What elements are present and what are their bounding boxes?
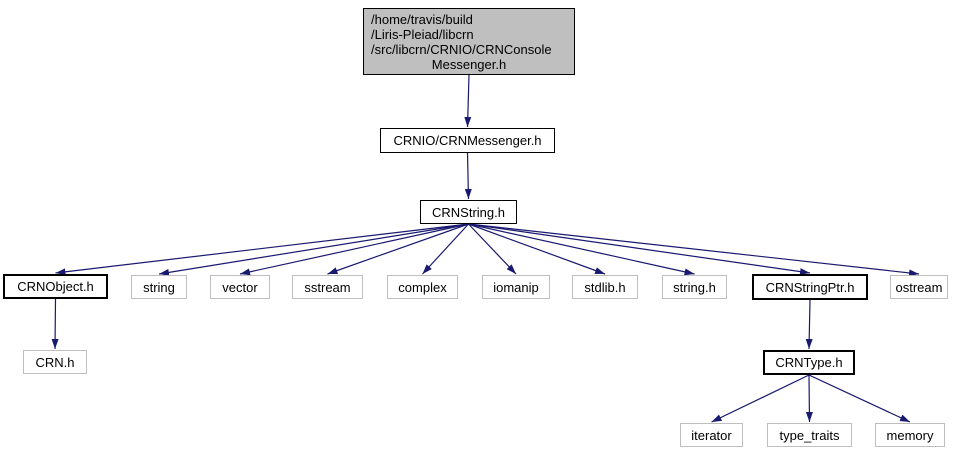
edge-crnstring-to-crnobject [55,223,469,276]
edge-crnmessenger-to-crnstring [464,152,472,200]
edge-crnstring-to-crnstringptr [468,223,811,276]
node-label: CRNString.h [432,204,505,220]
node-label-line: /home/travis/build [371,11,473,27]
node-label: CRNStringPtr.h [765,279,855,295]
node-label: ostream [895,279,943,295]
node-vector: vector [210,275,270,299]
edge-crnobject-to-crn [51,298,59,350]
edge-crntype-to-type_traits [805,374,813,423]
node-label-line: Messenger.h [431,56,507,72]
edge-crnstring-to-ostream [468,223,920,277]
node-label: stdlib.h [584,279,626,295]
node-iterator: iterator [680,423,743,447]
node-ostream: ostream [890,275,948,299]
node-main: /home/travis/build/Liris-Pleiad/libcrn/s… [363,8,575,75]
edge-crnstring-to-stdlib [468,223,606,275]
node-crnstringptr[interactable]: CRNStringPtr.h [752,274,868,300]
node-crnmessenger[interactable]: CRNIO/CRNMessenger.h [380,128,555,153]
node-label: string [143,279,175,295]
node-label: vector [222,279,258,295]
node-crnobject[interactable]: CRNObject.h [3,274,108,299]
edge-crnstring-to-complex [422,223,469,275]
node-label-line: /Liris-Pleiad/libcrn [371,26,474,42]
edge-crnstringptr-to-crntype [805,299,813,350]
edge-main-to-crnmessenger [464,74,472,128]
node-crnstring[interactable]: CRNString.h [420,200,517,224]
edge-crnstring-to-string [158,223,469,276]
edge-crnstring-to-vector [239,223,469,276]
edge-crnstring-to-iomanip [468,223,517,275]
node-crn: CRN.h [23,350,87,374]
node-label: CRN.h [35,354,75,370]
edge-crntype-to-iterator [711,374,810,423]
node-stringh: string.h [662,275,727,299]
node-type_traits: type_traits [767,423,852,447]
node-stdlib: stdlib.h [572,275,638,299]
node-label: complex [398,279,447,295]
edge-crnstring-to-stringh [468,223,695,276]
node-string: string [131,275,187,299]
node-label: string.h [673,279,716,295]
node-iomanip: iomanip [482,275,550,299]
node-label: memory [886,427,934,443]
edge-crnstring-to-sstream [327,223,469,275]
node-memory: memory [875,423,945,447]
node-label: CRNIO/CRNMessenger.h [393,133,542,148]
node-sstream: sstream [292,275,363,299]
node-label: sstream [304,279,351,295]
node-label: CRNObject.h [17,279,94,294]
node-complex: complex [387,275,458,299]
edge-crntype-to-memory [808,374,911,423]
node-label: iomanip [493,279,539,295]
node-crntype[interactable]: CRNType.h [763,350,855,375]
node-label: CRNType.h [775,355,843,370]
node-label-line: /src/libcrn/CRNIO/CRNConsole [371,41,552,57]
node-label: iterator [691,427,732,443]
node-label: type_traits [779,427,840,443]
